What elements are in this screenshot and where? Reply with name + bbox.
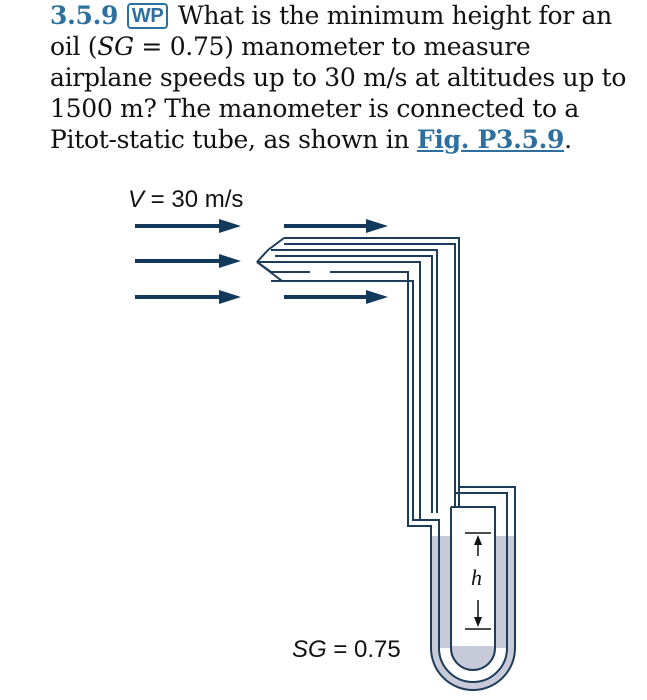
figure-link[interactable]: Fig. P3.5.9 (416, 125, 565, 154)
flow-arrows-right (284, 219, 388, 304)
manometer-fluid (431, 536, 515, 690)
fluid-sg-label: SG = 0.75 (292, 636, 401, 663)
height-label: h (471, 565, 482, 590)
arrow-right-icon (135, 219, 241, 233)
problem-statement: 3.5.9 WP What is the minimum height for … (50, 0, 640, 155)
arrow-right-icon (135, 290, 241, 304)
flow-arrows-left (135, 219, 241, 304)
arrow-right-icon (284, 290, 388, 304)
problem-text-part-2: = 0.75) manometer to measure airplane sp… (50, 32, 627, 154)
pitot-static-tube (256, 237, 460, 513)
problem-number: 3.5.9 (50, 1, 119, 30)
problem-text-end: . (564, 125, 572, 154)
sg-symbol: SG (97, 32, 134, 61)
manometer-u-tube (407, 486, 516, 691)
arrow-right-icon (284, 219, 388, 233)
wp-badge[interactable]: WP (126, 3, 169, 29)
height-dimension (465, 532, 491, 630)
arrow-right-icon (135, 254, 241, 268)
velocity-label: V = 30 m/s (128, 186, 243, 213)
problem-text-part-1: What is the minimum height for an oil ( (50, 1, 612, 61)
